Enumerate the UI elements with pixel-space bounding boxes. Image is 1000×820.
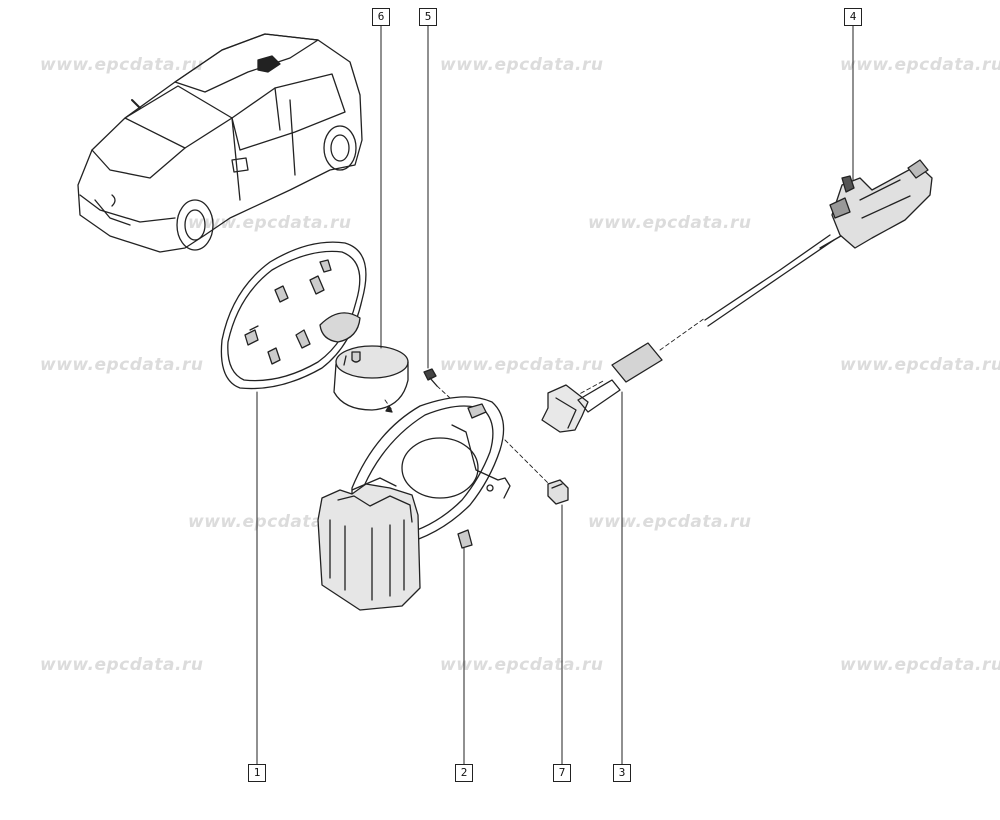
watermark: www.epcdata.ru	[40, 655, 204, 675]
watermark: www.epcdata.ru	[40, 355, 204, 375]
clip	[547, 479, 569, 505]
watermark: www.epcdata.ru	[840, 355, 1000, 375]
callout-2: 2	[455, 764, 473, 782]
watermark: www.epcdata.ru	[588, 512, 752, 532]
watermark: www.epcdata.ru	[40, 55, 204, 75]
leader-lines	[256, 24, 854, 766]
watermark: www.epcdata.ru	[188, 213, 352, 233]
lock-actuator	[829, 159, 933, 249]
fuel-cap	[333, 345, 409, 411]
fuel-flap-cover	[220, 241, 367, 390]
callout-4: 4	[844, 8, 862, 26]
fuel-flap-highlight	[257, 55, 281, 73]
callout-5: 5	[419, 8, 437, 26]
callout-3: 3	[613, 764, 631, 782]
watermark: www.epcdata.ru	[188, 512, 352, 532]
fuel-filler-housing	[317, 396, 511, 611]
watermark: www.epcdata.ru	[840, 55, 1000, 75]
watermark: www.epcdata.ru	[588, 213, 752, 233]
watermark: www.epcdata.ru	[840, 655, 1000, 675]
release-cable	[541, 224, 861, 433]
car-illustration	[77, 33, 363, 253]
callout-6: 6	[372, 8, 390, 26]
watermark: www.epcdata.ru	[440, 55, 604, 75]
screw	[423, 368, 438, 387]
callout-1: 1	[248, 764, 266, 782]
callout-7: 7	[553, 764, 571, 782]
watermark: www.epcdata.ru	[440, 355, 604, 375]
